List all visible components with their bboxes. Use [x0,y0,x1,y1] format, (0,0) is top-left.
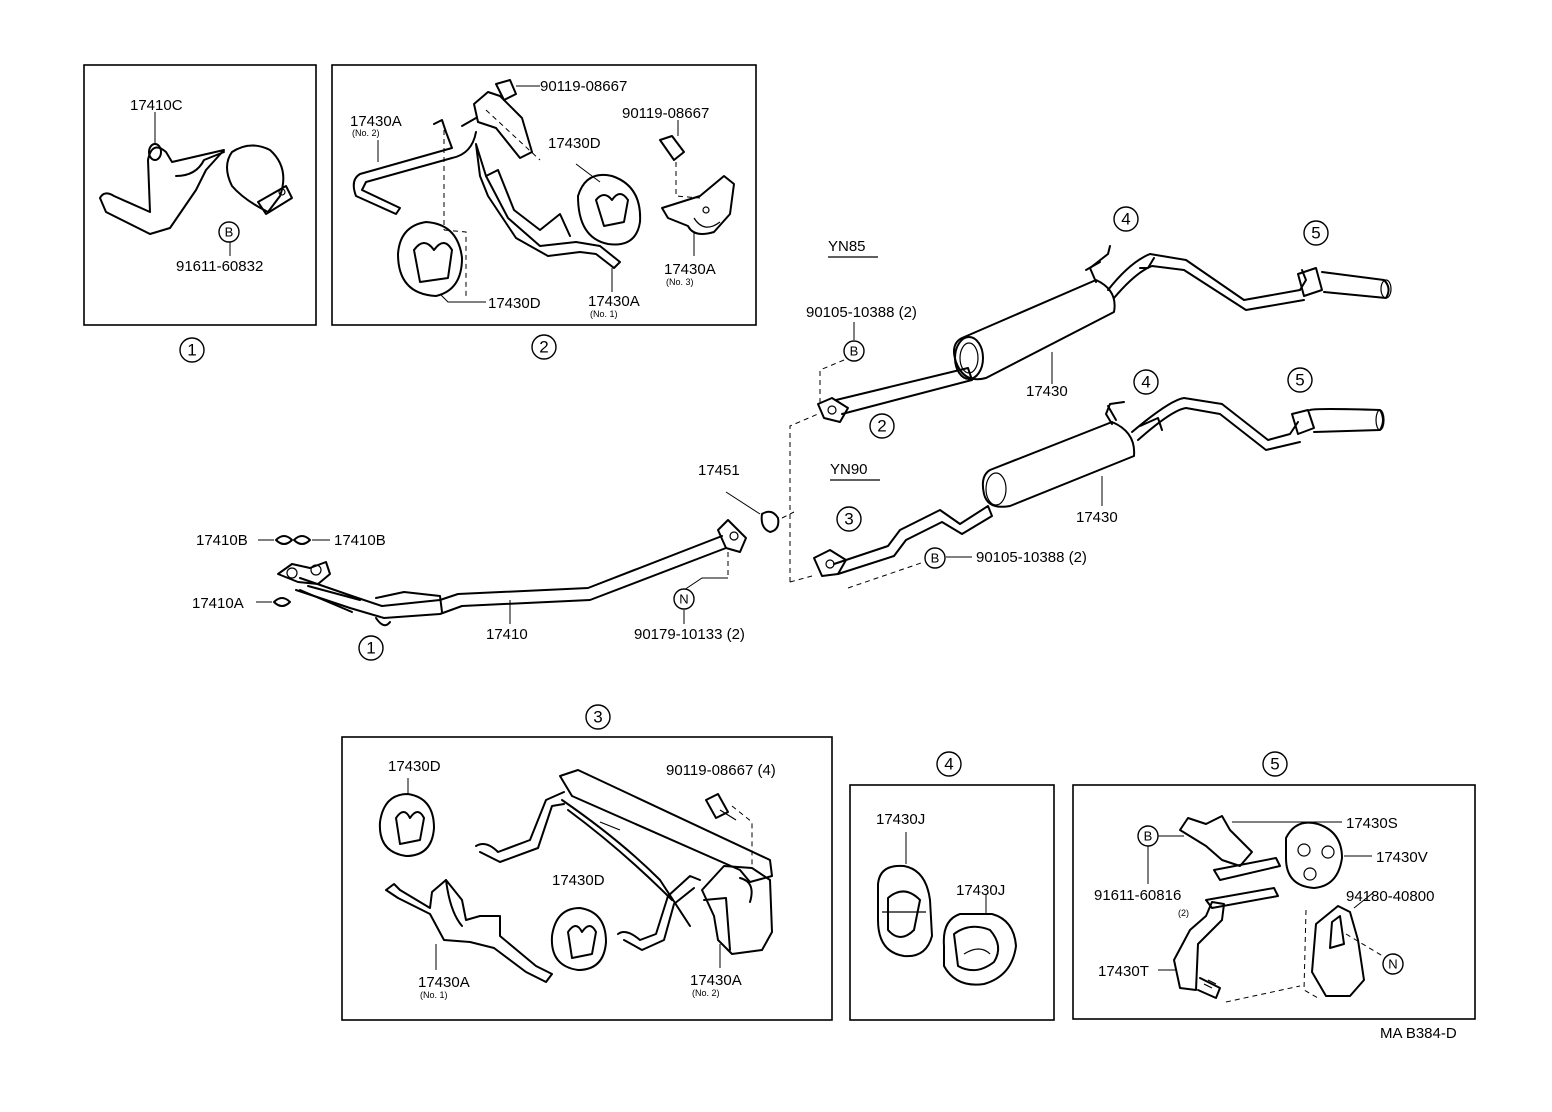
part-label: 17430D [388,758,441,775]
part-label: 17430T [1098,963,1149,980]
svg-text:3: 3 [593,708,602,727]
part-label: 17430J [956,882,1005,899]
part-label: 17430D [548,135,601,152]
part-label: 17430V [1376,849,1428,866]
callout-4-icon: 4 [1113,206,1139,232]
svg-text:2: 2 [539,338,548,357]
svg-text:2: 2 [877,417,886,436]
callout-4-icon: 4 [936,751,962,777]
callout-1-icon: 1 [179,337,205,363]
callout-3-icon: 3 [585,704,611,730]
svg-text:3: 3 [844,510,853,529]
detail-box-3: 90119-08667 (4) 17430D 17430D 17430A (No… [341,736,833,1021]
part-label: 17451 [698,462,740,479]
svg-text:B: B [1144,829,1153,844]
part-label: 17430A [350,113,402,130]
part-label: 17430A [418,974,470,991]
svg-text:B: B [850,344,859,359]
part-label: 17430J [876,811,925,828]
part-label: 17430A [664,261,716,278]
callout-2-icon: 2 [531,334,557,360]
callout-5-icon: 5 [1262,751,1288,777]
part-label-note: (No. 3) [666,277,694,287]
model-label-yn85: YN85 [828,238,866,255]
svg-text:N: N [679,592,688,607]
svg-text:5: 5 [1311,224,1320,243]
svg-text:1: 1 [187,341,196,360]
part-label: 17410B [334,532,386,549]
callout-b-icon: B [1137,825,1159,847]
callout-b-icon: B [924,547,946,569]
callout-2-icon: 2 [869,413,895,439]
callout-5-icon: 5 [1287,367,1313,393]
part-label: 17430A [690,972,742,989]
part-label: 17430D [488,295,541,312]
part-label: 91611-60816 [1094,887,1181,904]
part-label: 94180-40800 [1346,888,1434,905]
yn90-tailpipe-assembly: 4 5 YN90 3 B 90105 [789,367,1385,589]
diagram-code: MA B384-D [1380,1025,1457,1042]
svg-text:B: B [225,225,234,240]
part-label: 17410C [130,97,183,114]
part-label-note: (No. 1) [590,309,618,319]
callout-3-icon: 3 [836,506,862,532]
svg-text:4: 4 [944,755,953,774]
part-label: 17430S [1346,815,1398,832]
svg-text:5: 5 [1295,371,1304,390]
part-label: 90119-08667 [540,78,627,95]
detail-box-1: B 17410C 91611-60832 [83,64,317,326]
part-label: 91611-60832 [176,258,263,275]
callout-1-icon: 1 [358,635,384,661]
part-label: 17410A [192,595,244,612]
part-label: 17410 [486,626,528,643]
part-label: 90119-08667 [622,105,709,122]
callout-n-icon: N [1382,953,1404,975]
svg-text:4: 4 [1141,373,1150,392]
part-label-note: (No. 1) [420,990,448,1000]
part-label-note: (No. 2) [692,988,720,998]
part-label: 17430A [588,293,640,310]
part-label: 90105-10388 (2) [976,549,1087,566]
part-label: 90179-10133 (2) [634,626,745,643]
part-label: 17410B [196,532,248,549]
callout-b-icon: B [218,221,240,243]
front-pipe-assembly: 17451 17410B 17410B 17410A 17410 1 [192,462,795,661]
detail-box-4: 17430J 17430J [849,784,1055,1021]
svg-text:1: 1 [366,639,375,658]
callout-4-icon: 4 [1133,369,1159,395]
part-label: 17430 [1026,383,1068,400]
svg-text:4: 4 [1121,210,1130,229]
detail-box-2: 90119-08667 90119-08667 17430A (No. 2) 1… [331,64,757,326]
svg-text:N: N [1388,957,1397,972]
part-label: 17430 [1076,509,1118,526]
callout-5-icon: 5 [1303,220,1329,246]
callout-b-icon: B [843,340,865,362]
yn85-tailpipe-assembly: YN85 4 5 90105-10388 (2) B [806,206,1392,439]
svg-text:B: B [931,551,940,566]
callout-n-icon: N [673,588,695,610]
model-label-yn90: YN90 [830,461,868,478]
part-label-note: (2) [1178,908,1189,918]
part-label: 90105-10388 (2) [806,304,917,321]
part-label-note: (No. 2) [352,128,380,138]
detail-box-5: 17430S B 91611-60816 (2) 17430T 17430V 9… [1072,784,1476,1020]
svg-text:5: 5 [1270,755,1279,774]
part-label: 17430D [552,872,605,889]
part-label: 90119-08667 (4) [666,762,776,779]
